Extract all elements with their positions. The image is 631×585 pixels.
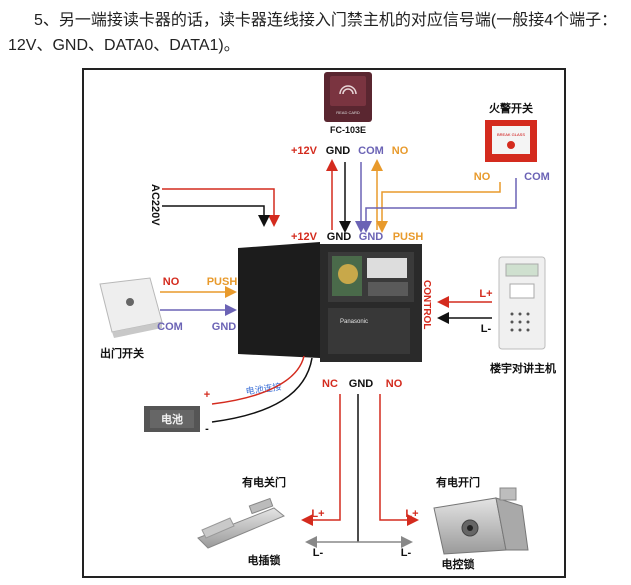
controller-gnd2-label: GND — [359, 231, 384, 243]
battery-plus-label: + — [204, 389, 210, 401]
battery-brand-label: Panasonic — [340, 319, 368, 325]
wiring-diagram: READ CARD FC-103E 火警开关 BREAK GLASS +12V … — [99, 72, 556, 571]
reader-no-label: NO — [392, 145, 409, 157]
wire-lock-right-lplus — [379, 394, 419, 526]
intercom-device — [498, 256, 546, 350]
paragraph-line-2: 12V、GND、DATA0、DATA1)。 — [8, 37, 240, 54]
wiring-diagram-figure: READ CARD FC-103E 火警开关 BREAK GLASS +12V … — [82, 68, 566, 578]
battery-pack — [144, 406, 200, 432]
lock-left-caption: 电插锁 — [248, 553, 281, 567]
reader-com-label: COM — [358, 145, 384, 157]
lock-right-lminus-label: L- — [401, 547, 412, 559]
fire-alarm-face-text: BREAK GLASS — [497, 132, 525, 137]
battery-name: 电池 — [161, 412, 183, 426]
reader-gnd-label: GND — [326, 145, 351, 157]
exit-gnd-label: GND — [212, 321, 237, 333]
exit-button-device — [99, 277, 163, 338]
controller-push-label: PUSH — [393, 231, 424, 243]
fire-alarm-switch: BREAK GLASS — [485, 120, 537, 162]
lock-right-caption: 电控锁 — [442, 557, 475, 571]
control-label: CONTROL — [421, 280, 432, 329]
battery-wire-label: 电池连接 — [245, 381, 282, 397]
lock-right-title: 有电开门 — [436, 475, 480, 489]
wire-fire-com — [360, 178, 517, 233]
lock-left-title: 有电关门 — [242, 475, 286, 489]
intercom-lminus-label: L- — [481, 323, 492, 335]
wire-ac-neutral — [162, 205, 270, 227]
electric-control-lock — [433, 487, 529, 555]
battery-minus-label: - — [205, 423, 209, 435]
card-reader-model: FC-103E — [330, 125, 366, 135]
card-reader-face-text: READ CARD — [336, 110, 360, 115]
reader-12v-label: +12V — [291, 145, 318, 157]
fire-alarm-com-label: COM — [524, 171, 550, 183]
lock-left-lminus-label: L- — [313, 547, 324, 559]
fire-alarm-no-label: NO — [474, 171, 491, 183]
lock-right-lplus-label: L+ — [405, 508, 418, 520]
controller-12v-label: +12V — [291, 231, 318, 243]
wire-battery-minus — [211, 357, 313, 423]
fire-alarm-title: 火警开关 — [489, 101, 533, 115]
instruction-paragraph: 5、另一端接读卡器的话，读卡器连线接入门禁主机的对应信号端(一般接4个端子： 1… — [8, 8, 623, 58]
wire-ac-live — [162, 188, 280, 227]
exit-button-caption: 出门开关 — [100, 346, 144, 360]
controller-gnd-label: GND — [327, 231, 352, 243]
ac220v-label: AC220V — [149, 184, 161, 226]
wire-battery-plus — [211, 355, 305, 405]
exit-com-label: COM — [157, 321, 183, 333]
lock-no-label: NO — [386, 378, 403, 390]
lock-nc-label: NC — [322, 378, 338, 390]
magnetic-bolt-lock — [197, 497, 285, 549]
intercom-lplus-label: L+ — [479, 288, 492, 300]
lock-left-lplus-label: L+ — [311, 508, 324, 520]
paragraph-line-1: 5、另一端接读卡器的话，读卡器连线接入门禁主机的对应信号端(一般接4个端子： — [34, 12, 618, 29]
card-reader: READ CARD — [324, 72, 372, 122]
exit-no-label: NO — [163, 276, 180, 288]
intercom-caption: 楼宇对讲主机 — [490, 361, 556, 375]
wire-fire-no — [376, 182, 501, 233]
lock-gnd-label: GND — [349, 378, 374, 390]
access-controller: Panasonic — [238, 242, 422, 362]
wire-lock-left-lplus — [301, 394, 341, 526]
exit-push-label: PUSH — [207, 276, 238, 288]
